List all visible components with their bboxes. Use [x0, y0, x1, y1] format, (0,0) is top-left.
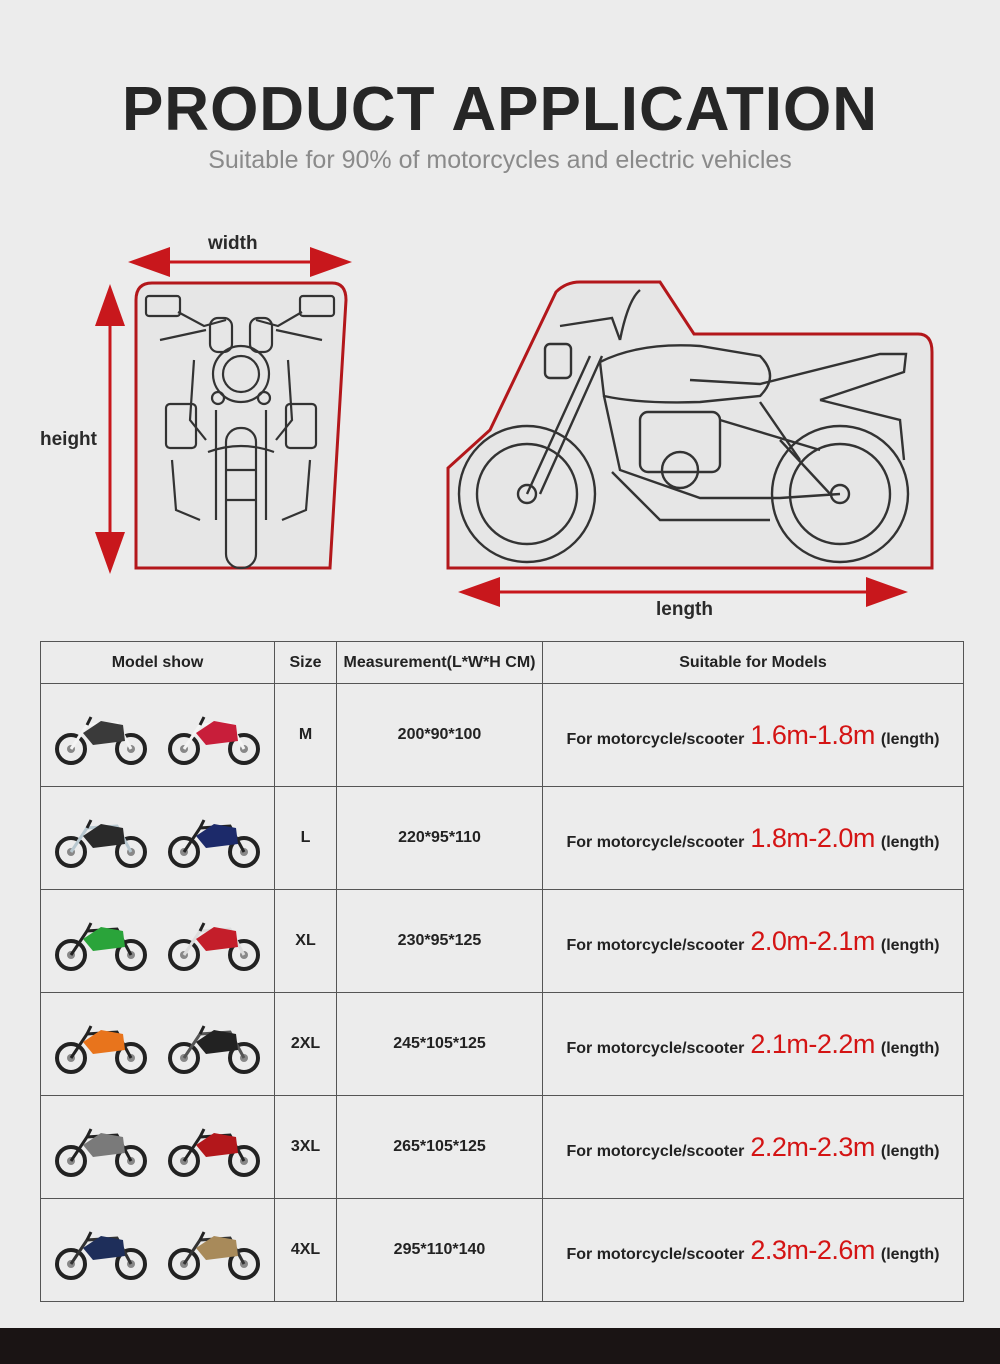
measurement-cell: 295*110*140 [336, 1198, 543, 1302]
length-unit: (length) [880, 1245, 940, 1263]
suitable-prefix: For motorcycle/scooter [566, 1142, 745, 1160]
length-label: length [656, 599, 713, 620]
length-range: 2.1m-2.2m [750, 1028, 875, 1059]
front-motorcycle-drawing [144, 294, 336, 570]
dimension-diagram [95, 247, 934, 607]
suitable-prefix: For motorcycle/scooter [566, 1039, 745, 1057]
model-show-cell [40, 992, 275, 1096]
measurement-cell: 245*105*125 [336, 992, 543, 1096]
suitable-models-cell: For motorcycle/scooter 2.1m-2.2m (length) [542, 992, 964, 1096]
size-cell: XL [274, 889, 337, 993]
maxi-scooter-red-image [167, 1128, 260, 1177]
model-show-cell [40, 889, 275, 993]
length-unit: (length) [880, 833, 940, 851]
length-unit: (length) [880, 730, 940, 748]
page-title: PRODUCT APPLICATION [121, 75, 879, 144]
measurement-cell: 265*105*125 [336, 1095, 543, 1199]
model-show-cell [40, 1198, 275, 1302]
suitable-models-cell: For motorcycle/scooter 1.6m-1.8m (length) [542, 683, 964, 787]
tourer-gold-image [167, 1231, 260, 1280]
sportbike-green-image [55, 922, 148, 971]
suitable-models-cell: For motorcycle/scooter 2.0m-2.1m (length) [542, 889, 964, 993]
header-model-show: Model show [40, 641, 275, 684]
measurement-cell: 230*95*125 [336, 889, 543, 993]
side-cover-outline [446, 280, 934, 570]
table-row: XL 230*95*125 For motorcycle/scooter 2.0m… [40, 889, 964, 993]
bottom-bar [0, 1328, 1000, 1364]
front-cover-outline [134, 281, 348, 570]
dirtbike-orange-image [55, 1025, 148, 1074]
measurement-cell: 200*90*100 [336, 683, 543, 787]
scooter-red-image [167, 716, 260, 765]
naked-bike-black-image [167, 1025, 260, 1074]
suitable-prefix: For motorcycle/scooter [566, 936, 745, 954]
size-cell: M [274, 683, 337, 787]
model-show-cell [40, 786, 275, 890]
table-row: 3XL 265*105*125 For motorcycle/scooter 2.… [40, 1095, 964, 1199]
height-label: height [40, 429, 97, 450]
length-unit: (length) [880, 936, 940, 954]
header-size: Size [274, 641, 337, 684]
page-subtitle: Suitable for 90% of motorcycles and elec… [208, 146, 792, 174]
suitable-models-cell: For motorcycle/scooter 1.8m-2.0m (length) [542, 786, 964, 890]
size-cell: 3XL [274, 1095, 337, 1199]
header-measurement: Measurement(L*W*H CM) [336, 641, 543, 684]
sportbike-red-image [167, 922, 260, 971]
length-range: 1.6m-1.8m [750, 719, 875, 750]
width-label: width [208, 233, 258, 254]
size-cell: L [274, 786, 337, 890]
length-range: 2.0m-2.1m [750, 925, 875, 956]
suitable-prefix: For motorcycle/scooter [566, 833, 745, 851]
model-show-cell [40, 683, 275, 787]
table-row: 4XL 295*110*140 For motorcycle/scooter 2.… [40, 1198, 964, 1302]
length-unit: (length) [880, 1039, 940, 1057]
length-range: 2.3m-2.6m [750, 1234, 875, 1265]
side-motorcycle-drawing [457, 289, 910, 564]
length-range: 1.8m-2.0m [750, 822, 875, 853]
header-suitable-models: Suitable for Models [542, 641, 964, 684]
bicycle-image [55, 716, 148, 765]
length-unit: (length) [880, 1142, 940, 1160]
table-header-row: Model show Size Measurement(L*W*H CM) Su… [40, 641, 964, 684]
suitable-prefix: For motorcycle/scooter [566, 1245, 745, 1263]
touring-bike-silver-image [55, 1128, 148, 1177]
size-cell: 4XL [274, 1198, 337, 1302]
suitable-models-cell: For motorcycle/scooter 2.2m-2.3m (length) [542, 1095, 964, 1199]
cruiser-blue-image [55, 1231, 148, 1280]
model-show-cell [40, 1095, 275, 1199]
measurement-cell: 220*95*110 [336, 786, 543, 890]
suitable-models-cell: For motorcycle/scooter 2.3m-2.6m (length) [542, 1198, 964, 1302]
table-row: 2XL 245*105*125 For motorcycle/scooter 2.… [40, 992, 964, 1096]
size-table: Model show Size Measurement(L*W*H CM) Su… [40, 641, 964, 1302]
suitable-prefix: For motorcycle/scooter [566, 730, 745, 748]
size-cell: 2XL [274, 992, 337, 1096]
scooter-blue-image [167, 819, 260, 868]
length-range: 2.2m-2.3m [750, 1131, 875, 1162]
table-row: M 200*90*100 For motorcycle/scooter 1.6m-… [40, 683, 964, 787]
underbone-motorcycle-image [55, 819, 148, 868]
table-row: L 220*95*110 For motorcycle/scooter 1.8m-… [40, 786, 964, 890]
